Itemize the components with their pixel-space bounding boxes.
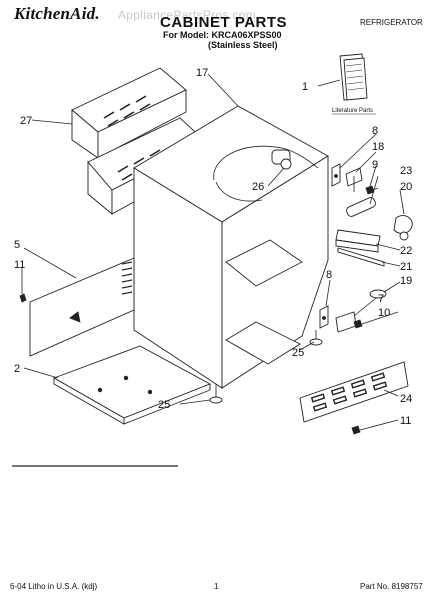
screw-upper (365, 185, 379, 195)
callout-25-rear: 25 (292, 347, 304, 359)
base-tray (52, 345, 212, 425)
callout-8-upper: 8 (372, 125, 378, 137)
side-panel (29, 257, 135, 357)
side-panel-screw (19, 293, 27, 303)
toe-grille (299, 361, 409, 423)
grommet (280, 158, 292, 170)
callout-5: 5 (14, 239, 20, 251)
watermark: AppliancePartsPros.com (118, 8, 256, 22)
callout-8-lower: 8 (326, 269, 332, 281)
callout-11-right: 11 (400, 415, 411, 427)
leveling-foot-rear (309, 330, 323, 346)
callout-11-left: 11 (14, 259, 25, 271)
callout-7: 7 (378, 293, 384, 305)
callout-27: 27 (20, 115, 32, 127)
callout-24: 24 (400, 393, 412, 405)
callout-2: 2 (14, 363, 20, 375)
model-line: For Model: KRCA06XPSS00 (163, 30, 282, 40)
callout-9: 9 (372, 159, 378, 171)
grille-screw (351, 425, 361, 435)
hinge-pin (346, 197, 376, 217)
callout-25-front: 25 (158, 399, 170, 411)
lower-hinge (335, 311, 357, 333)
hinge-bracket-lower (319, 305, 329, 329)
leader-lines (21, 73, 405, 431)
page-title: CABINET PARTS (160, 14, 288, 31)
callout-10: 10 (378, 307, 390, 319)
door-handle (335, 229, 381, 253)
literature-parts (339, 53, 368, 101)
brand-logo: KitchenAid. (14, 4, 100, 23)
callout-26: 26 (252, 181, 264, 193)
cabinet-body (133, 105, 329, 389)
handle-trim (337, 247, 385, 267)
page-number: 1 (214, 582, 219, 591)
handle-cap (393, 215, 413, 241)
part-number: Part No. 8198757 (360, 582, 423, 591)
callout-19: 19 (400, 275, 412, 287)
callout-21: 21 (400, 261, 412, 273)
hinge-bracket-upper (331, 163, 341, 187)
model-variant: (Stainless Steel) (208, 40, 278, 50)
callout-22: 22 (400, 245, 412, 257)
category-label: REFRIGERATOR (360, 18, 423, 27)
screw-lower (353, 319, 363, 329)
callout-17: 17 (196, 67, 208, 79)
footer-litho: 6-04 Litho in U.S.A. (kdj) (10, 582, 98, 591)
callout-20: 20 (400, 181, 412, 193)
callout-23: 23 (400, 165, 412, 177)
hinge-cover (369, 289, 387, 299)
hinge-assembly (345, 167, 363, 192)
literature-label: Literature Parts (332, 108, 373, 114)
callout-18: 18 (372, 141, 384, 153)
callout-1: 1 (302, 81, 308, 93)
